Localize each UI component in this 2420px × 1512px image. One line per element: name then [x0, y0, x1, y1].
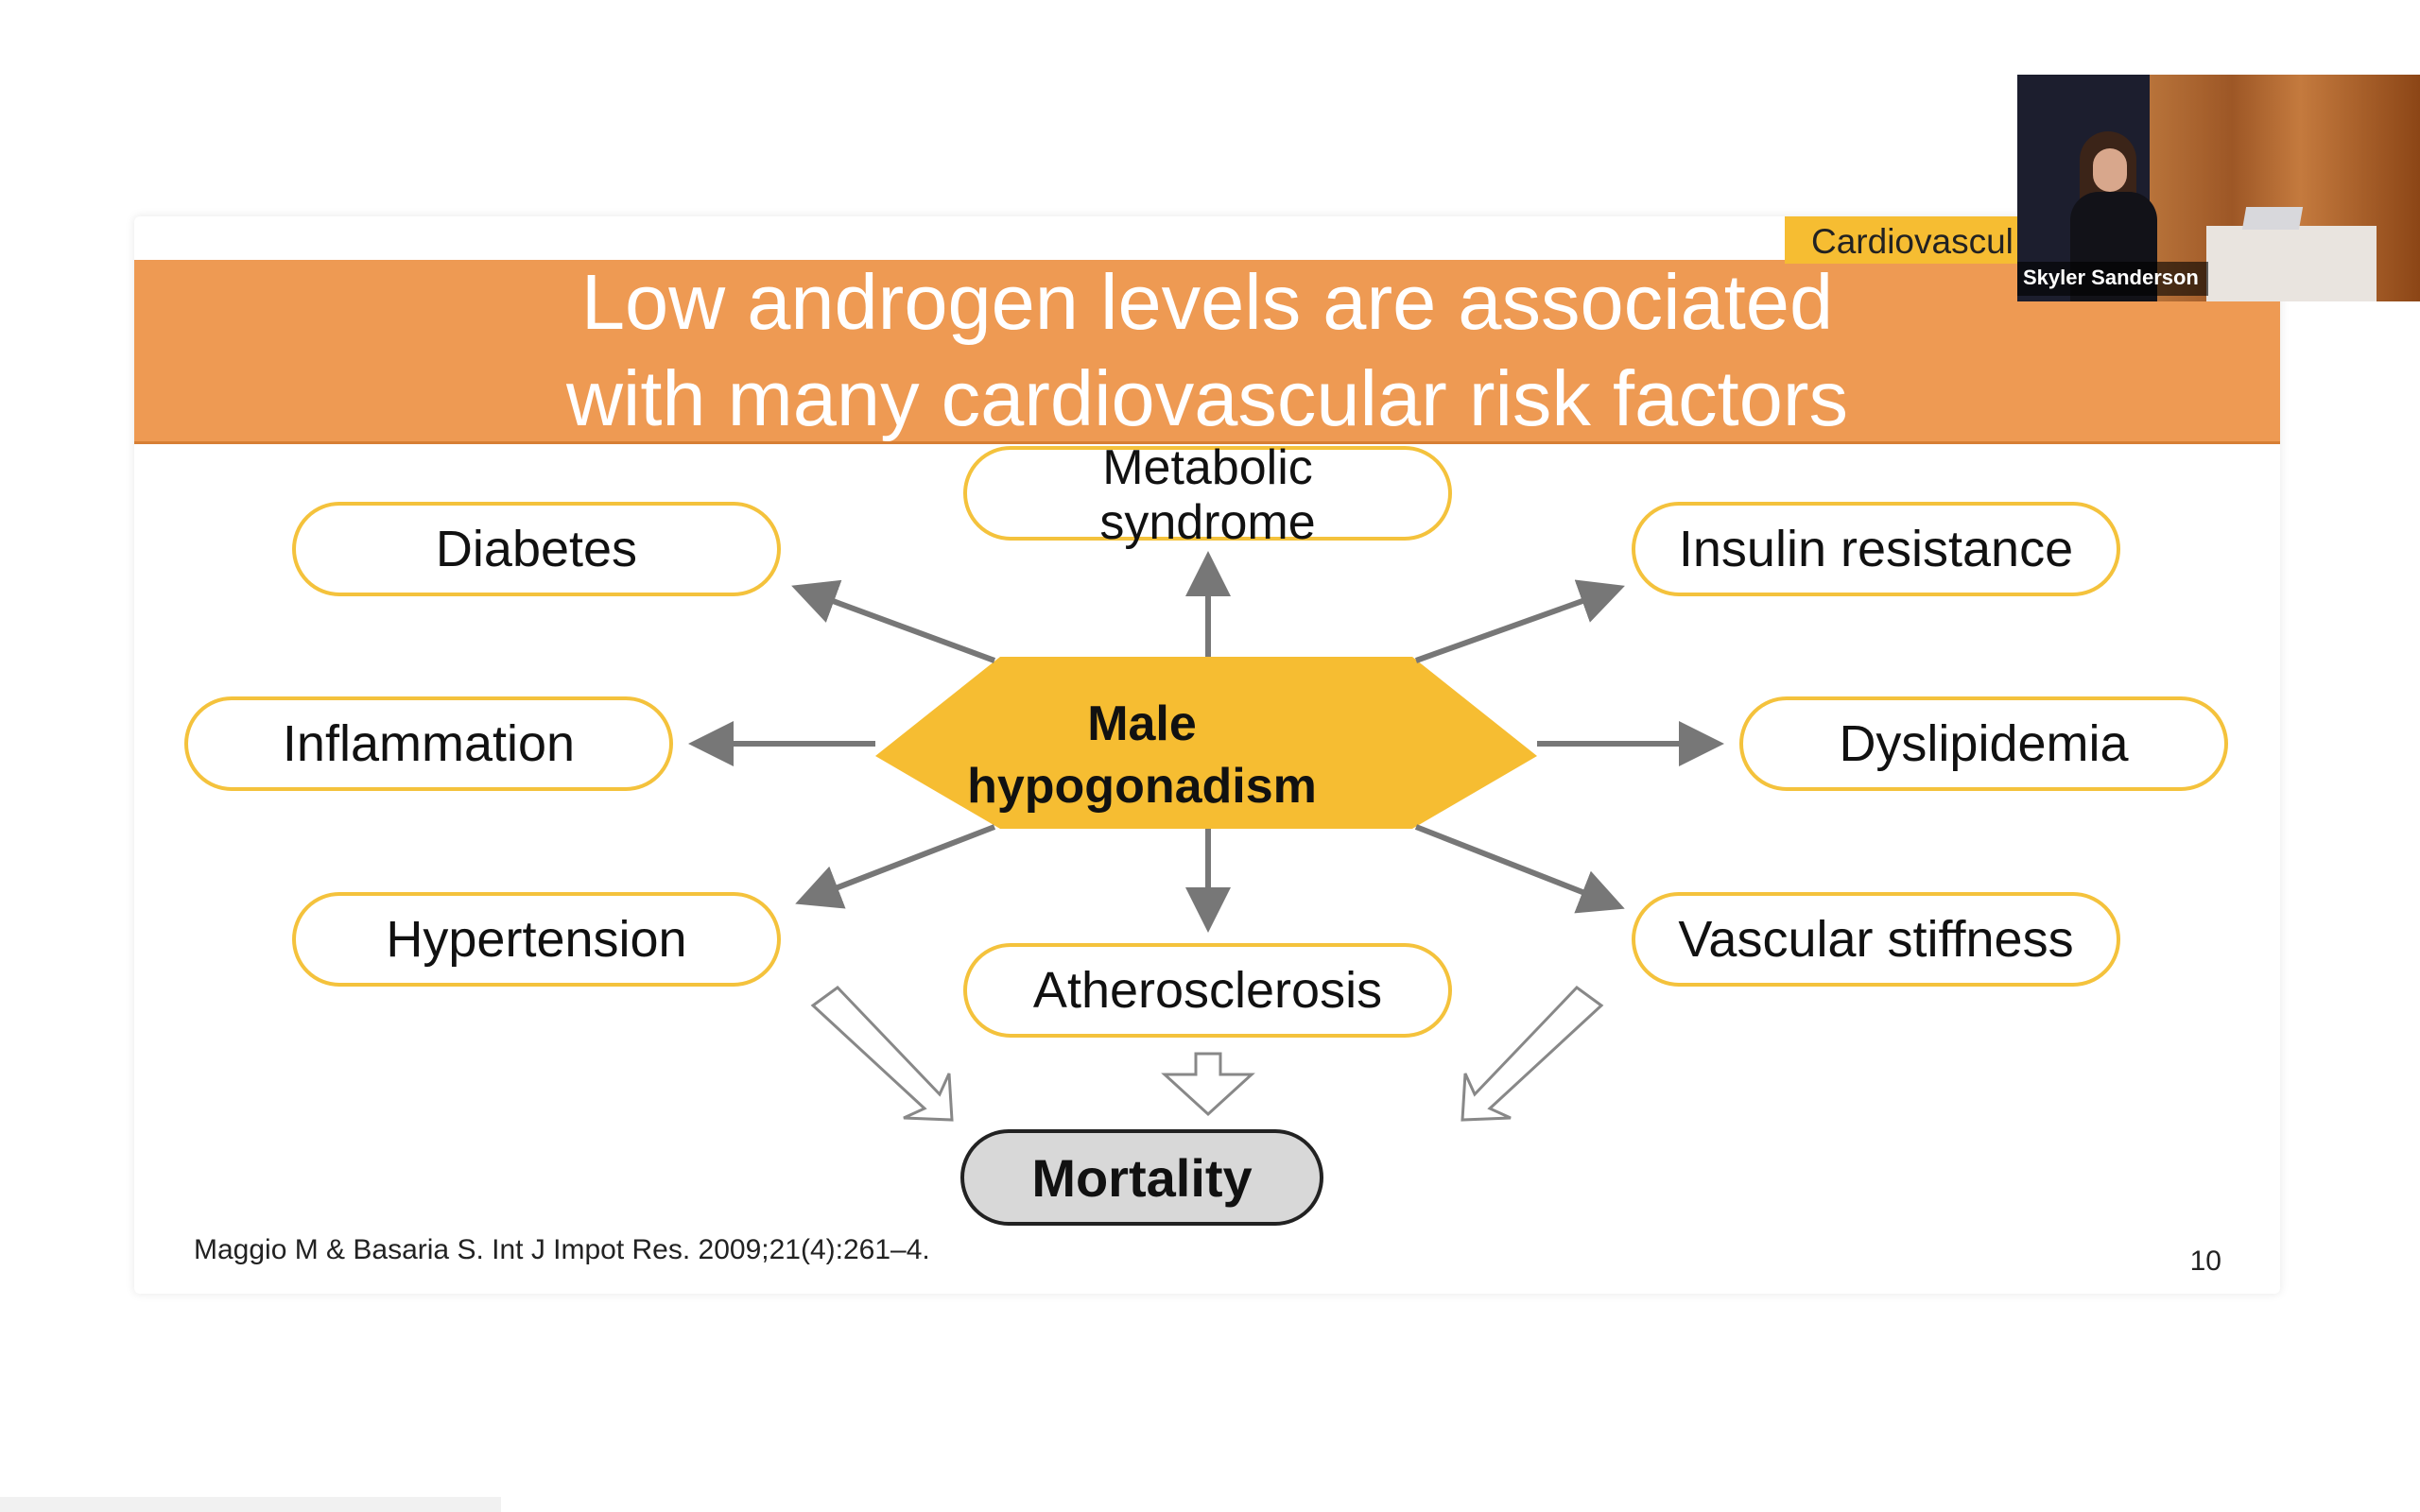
node-mortality: Mortality: [960, 1129, 1323, 1226]
center-node-label: Male hypogonadism: [957, 679, 1327, 831]
node-dyslipidemia: Dyslipidemia: [1739, 696, 2228, 791]
center-hexagon: [875, 657, 1537, 829]
center-label-line-2: hypogonadism: [967, 759, 1317, 814]
block-arrow-right: [1461, 986, 1604, 1122]
speaker-video-tile[interactable]: Skyler Sanderson: [2017, 75, 2420, 301]
node-diabetes: Diabetes: [292, 502, 781, 596]
arrow-to-vascular: [1414, 824, 1625, 914]
node-inflammation: Inflammation: [184, 696, 673, 791]
center-label-line-1: Male: [1087, 696, 1197, 751]
slide-page-number: 10: [2189, 1246, 2221, 1277]
node-insulin-resistance: Insulin resistance: [1632, 502, 2120, 596]
arrow-to-hypertension: [795, 824, 996, 909]
bottom-scrollbar-strip: [0, 1497, 501, 1512]
diagram-arrows: [688, 551, 1724, 1122]
speaker-name-label: Skyler Sanderson: [2017, 262, 2208, 296]
node-metabolic-syndrome: Metabolic syndrome: [963, 440, 1452, 550]
slide-citation: Maggio M & Basaria S. Int J Impot Res. 2…: [194, 1234, 930, 1265]
slide-title-banner: Low androgen levels are associated with …: [134, 258, 2280, 444]
node-metabolic-line-2: syndrome: [1099, 495, 1316, 550]
block-arrow-center: [1161, 1052, 1255, 1117]
video-laptop: [2241, 207, 2304, 230]
speaker-face: [2093, 148, 2127, 192]
video-podium: [2206, 226, 2377, 301]
node-vascular-stiffness: Vascular stiffness: [1632, 892, 2120, 987]
radial-arrows: [688, 551, 1724, 933]
arrow-to-diabetes: [791, 579, 996, 663]
arrow-to-insulin: [1414, 579, 1625, 663]
block-arrow-left: [810, 986, 954, 1122]
node-hypertension: Hypertension: [292, 892, 781, 987]
slide-title-line-2: with many cardiovascular risk factors: [565, 354, 1849, 442]
node-atherosclerosis: Atherosclerosis: [963, 943, 1452, 1038]
section-tag: Cardiovascul: [1785, 216, 2021, 264]
slide-title-line-1: Low androgen levels are associated: [580, 258, 1834, 346]
node-metabolic-line-1: Metabolic: [1102, 440, 1313, 495]
presentation-slide: Low androgen levels are associated with …: [134, 216, 2280, 1294]
